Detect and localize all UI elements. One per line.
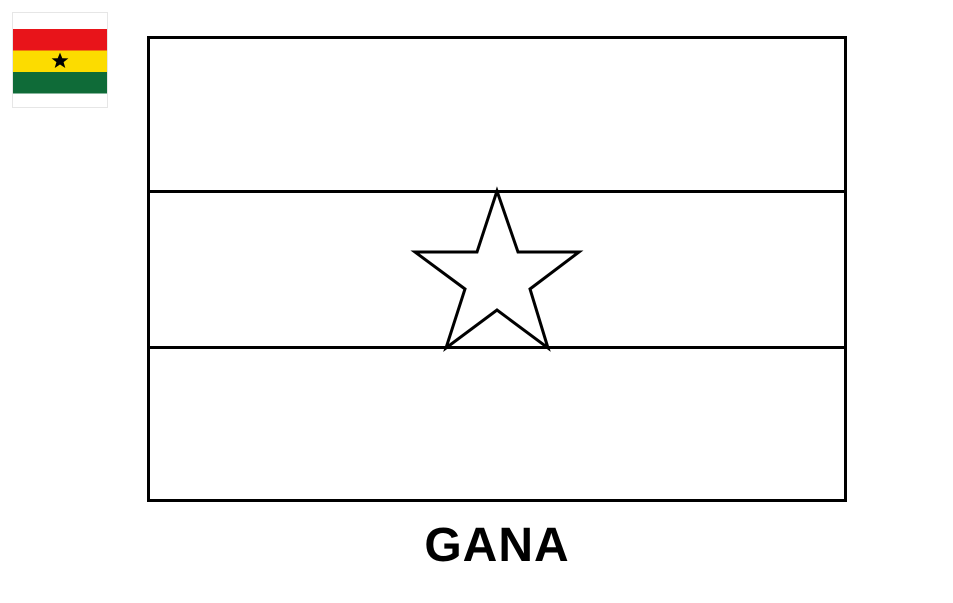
flag-caption: GANA: [424, 519, 570, 572]
reference-flag-bottom-stripe: [13, 72, 107, 94]
reference-flag-image: [13, 29, 107, 94]
reference-flag-thumbnail: [12, 12, 108, 108]
star-outline-icon: [410, 186, 584, 353]
star-icon: [51, 52, 69, 68]
reference-flag-top-stripe: [13, 29, 107, 51]
